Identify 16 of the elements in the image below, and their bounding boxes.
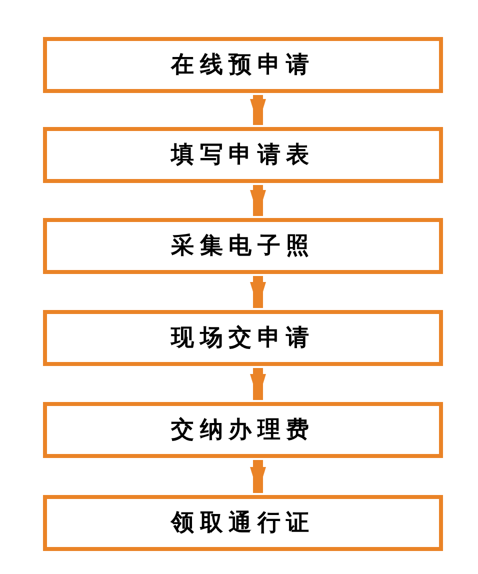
arrow — [250, 460, 266, 493]
arrow — [250, 185, 266, 216]
process-box — [43, 218, 443, 274]
step-label: 现场交申请 — [171, 324, 315, 353]
step-label: 填写申请表 — [171, 140, 315, 170]
arrow — [250, 95, 266, 125]
step-label: 在线预申请 — [171, 50, 315, 80]
process-box — [43, 310, 443, 366]
process-box — [43, 127, 443, 183]
process-box — [43, 402, 443, 458]
step-label: 交纳办理费 — [171, 416, 315, 445]
process-box — [43, 37, 443, 93]
step-label: 采集电子照 — [171, 232, 315, 261]
process-box — [43, 495, 443, 551]
step-label: 领取通行证 — [171, 508, 315, 538]
arrow — [250, 276, 266, 308]
